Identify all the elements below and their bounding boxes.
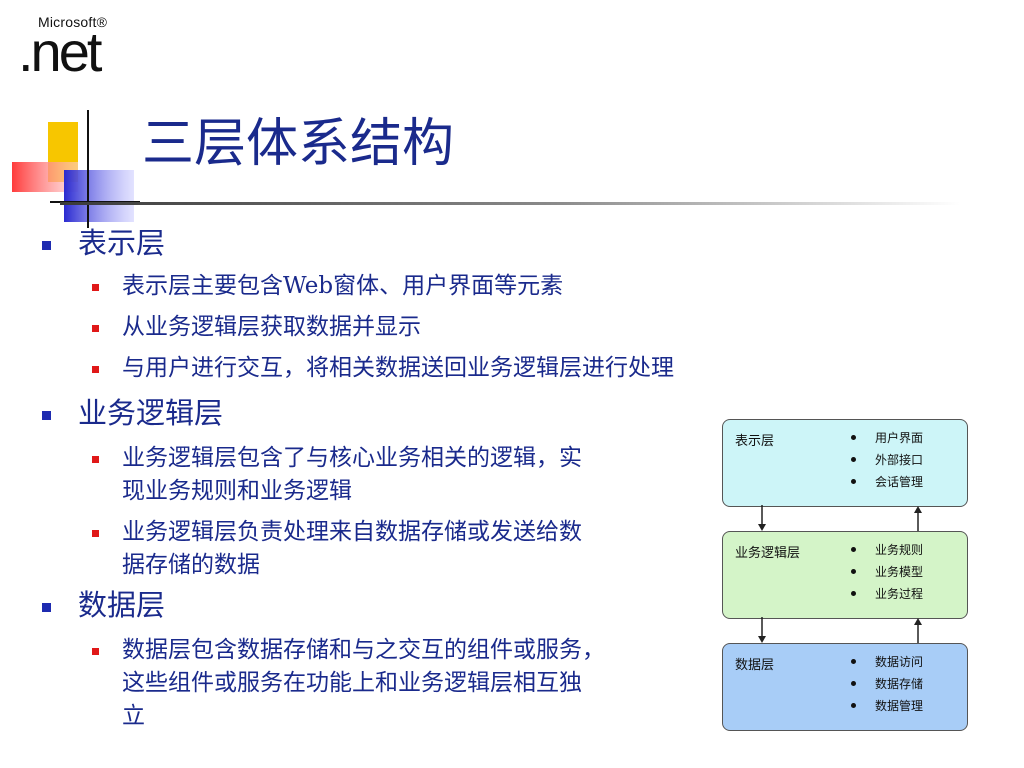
title-underline: [60, 202, 960, 205]
up-arrow-icon: [914, 506, 922, 532]
layer-item: 外部接口: [847, 449, 923, 471]
bullet-label: 数据层: [78, 588, 166, 622]
layer-items: 数据访问 数据存储 数据管理: [847, 651, 923, 717]
sub-bullet-text: 立: [122, 703, 145, 729]
slide-title: 三层体系结构: [142, 114, 455, 174]
sub-bullet-marker: [92, 456, 99, 463]
sub-bullet-text: 与用户进行交互，将相关数据送回业务逻辑层进行处理: [122, 355, 674, 381]
bullet-marker: [42, 241, 51, 250]
layer-name: 表示层: [735, 433, 775, 448]
down-arrow-icon: [758, 617, 766, 643]
up-arrow-icon: [914, 618, 922, 644]
down-arrow-icon: [758, 505, 766, 531]
title-decoration: [12, 110, 140, 228]
layer-items: 业务规则 业务模型 业务过程: [847, 539, 923, 605]
layer-name: 业务逻辑层: [735, 545, 801, 560]
layer-item: 业务过程: [847, 583, 923, 605]
layer-item: 数据管理: [847, 695, 923, 717]
bullet-marker: [42, 411, 51, 420]
sub-bullet-text: 业务逻辑层负责处理来自数据存储或发送给数: [122, 519, 582, 545]
layer-items: 用户界面 外部接口 会话管理: [847, 427, 923, 493]
layer-item: 数据存储: [847, 673, 923, 695]
sub-bullet-marker: [92, 530, 99, 537]
logo-mark-text: .net: [18, 20, 102, 83]
layer-item: 业务规则: [847, 539, 923, 561]
layer-item: 用户界面: [847, 427, 923, 449]
sub-bullet-text: 这些组件或服务在功能上和业务逻辑层相互独: [122, 670, 582, 696]
logo-brand-text: Microsoft®: [38, 14, 108, 30]
bullet-label: 业务逻辑层: [78, 396, 224, 430]
sub-bullet-marker: [92, 648, 99, 655]
presentation-layer-box: 表示层 用户界面 外部接口 会话管理: [722, 419, 968, 507]
dotnet-logo: Microsoft® .net: [18, 14, 138, 82]
sub-bullet-text: 据存储的数据: [122, 552, 260, 578]
layer-name: 数据层: [735, 657, 775, 672]
layer-item: 数据访问: [847, 651, 923, 673]
layer-item: 会话管理: [847, 471, 923, 493]
sub-bullet-text: 现业务规则和业务逻辑: [122, 478, 352, 504]
business-layer-box: 业务逻辑层 业务规则 业务模型 业务过程: [722, 531, 968, 619]
sub-bullet-text: 表示层主要包含Web窗体、用户界面等元素: [122, 273, 564, 299]
sub-bullet-text: 业务逻辑层包含了与核心业务相关的逻辑，实: [122, 445, 582, 471]
sub-bullet-text: 数据层包含数据存储和与之交互的组件或服务，: [122, 637, 605, 663]
sub-bullet-marker: [92, 325, 99, 332]
layer-item: 业务模型: [847, 561, 923, 583]
data-layer-box: 数据层 数据访问 数据存储 数据管理: [722, 643, 968, 731]
sub-bullet-text: 从业务逻辑层获取数据并显示: [122, 314, 421, 340]
bullet-marker: [42, 603, 51, 612]
sub-bullet-marker: [92, 284, 99, 291]
sub-bullet-marker: [92, 366, 99, 373]
bullet-label: 表示层: [78, 226, 166, 260]
